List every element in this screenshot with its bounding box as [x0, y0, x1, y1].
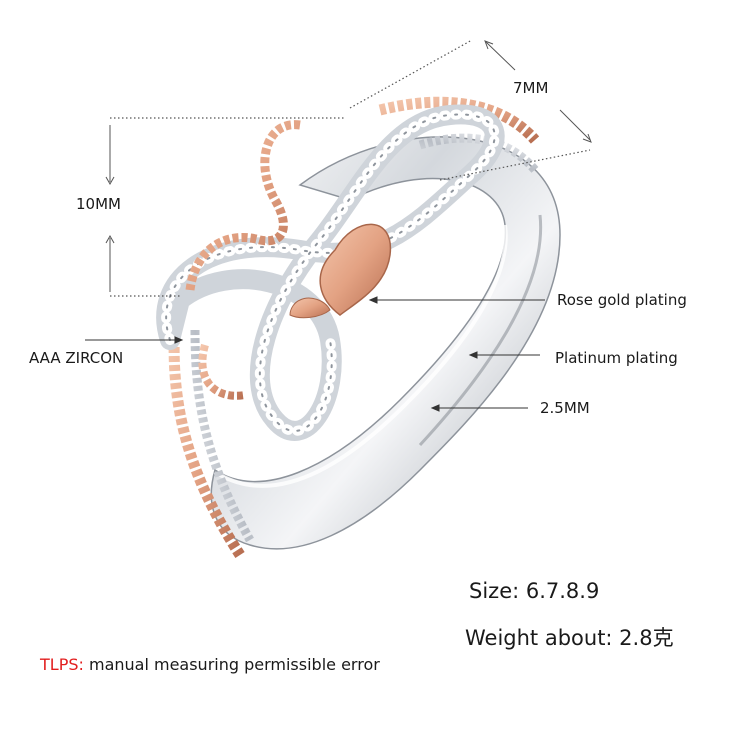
infinity-zircon-setting — [156, 104, 505, 441]
rose-heart-outlines — [185, 120, 301, 400]
note-text: manual measuring permissible error — [83, 655, 380, 674]
rose-gold-label: Rose gold plating — [557, 291, 687, 309]
ring-band — [210, 136, 561, 550]
band-width-label: 2.5MM — [540, 399, 590, 417]
note-prefix: TLPS: — [40, 655, 84, 674]
height-dimension-label: 10MM — [76, 195, 121, 213]
rose-gold-heart — [289, 223, 392, 319]
dimension-guides — [105, 39, 592, 297]
zircon-label: AAA ZIRCON — [29, 349, 124, 367]
width-dimension-label: 7MM — [513, 79, 549, 97]
platinum-label: Platinum plating — [555, 349, 678, 367]
weight-spec: Weight about: 2.8克 — [465, 626, 674, 650]
leader-lines — [85, 296, 545, 412]
tolerance-note: TLPS: manual measuring permissible error — [40, 655, 380, 674]
rope-band-left — [168, 319, 254, 558]
size-spec: Size: 6.7.8.9 — [469, 579, 600, 603]
